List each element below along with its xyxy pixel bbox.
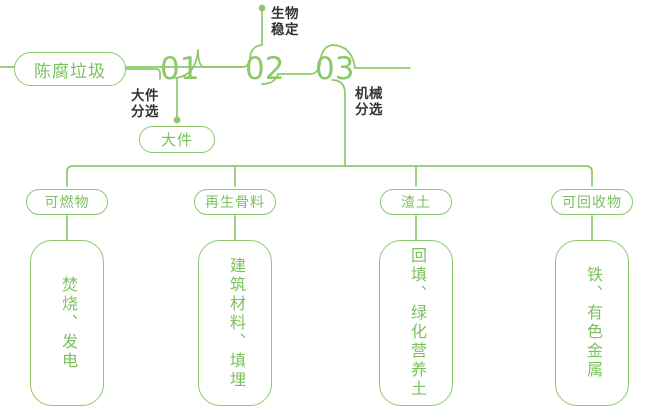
outcome-box-3[interactable]: 回填、绿化营养土 [379,240,453,406]
node-root-waste[interactable]: 陈腐垃圾 [14,52,126,86]
process-label-bulky-sorting: 大件 分选 [131,88,159,119]
outcome-box-2-label: 建筑材料、填埋 [227,256,244,390]
outcome-box-2[interactable]: 建筑材料、填埋 [198,240,272,406]
step-number-02: 02 [245,51,285,87]
category-pill-4-label: 可回收物 [562,194,622,210]
distribution-bus [66,165,593,187]
dot-bulky [173,116,181,124]
step-number-01: 01 [160,51,200,87]
category-pill-2-label: 再生骨料 [205,194,265,210]
category-pill-3-label: 渣土 [401,194,431,210]
outcome-box-1-label: 焚烧、发电 [59,275,76,371]
link-02-to-03 [261,63,321,85]
arc-03b [332,44,411,69]
process-label-bio-stabilization: 生物 稳定 [271,6,299,37]
outcome-box-3-label: 回填、绿化营养土 [408,247,425,399]
arc-03 [319,44,334,65]
link-03-drop [331,79,346,167]
category-pill-4[interactable]: 可回收物 [551,189,633,215]
node-output-bulky[interactable]: 大件 [139,126,215,153]
process-label-mechanical-sorting: 机械 分选 [355,86,383,117]
outcome-box-4[interactable]: 铁、有色金属 [555,240,629,406]
arc-02-upper [249,7,263,59]
step-number-03: 03 [315,51,355,87]
outcome-box-1[interactable]: 焚烧、发电 [30,240,104,406]
link-01-to-02 [197,49,251,68]
node-root-waste-label: 陈腐垃圾 [34,61,106,81]
node-output-bulky-label: 大件 [160,132,193,149]
category-pill-2[interactable]: 再生骨料 [194,189,276,215]
category-pill-1-label: 可燃物 [44,194,90,210]
category-pill-3[interactable]: 渣土 [380,189,452,215]
link-root-to-01 [125,68,161,80]
dot-bio [258,4,266,12]
outcome-box-4-label: 铁、有色金属 [584,266,601,380]
category-pill-1[interactable]: 可燃物 [26,189,108,215]
